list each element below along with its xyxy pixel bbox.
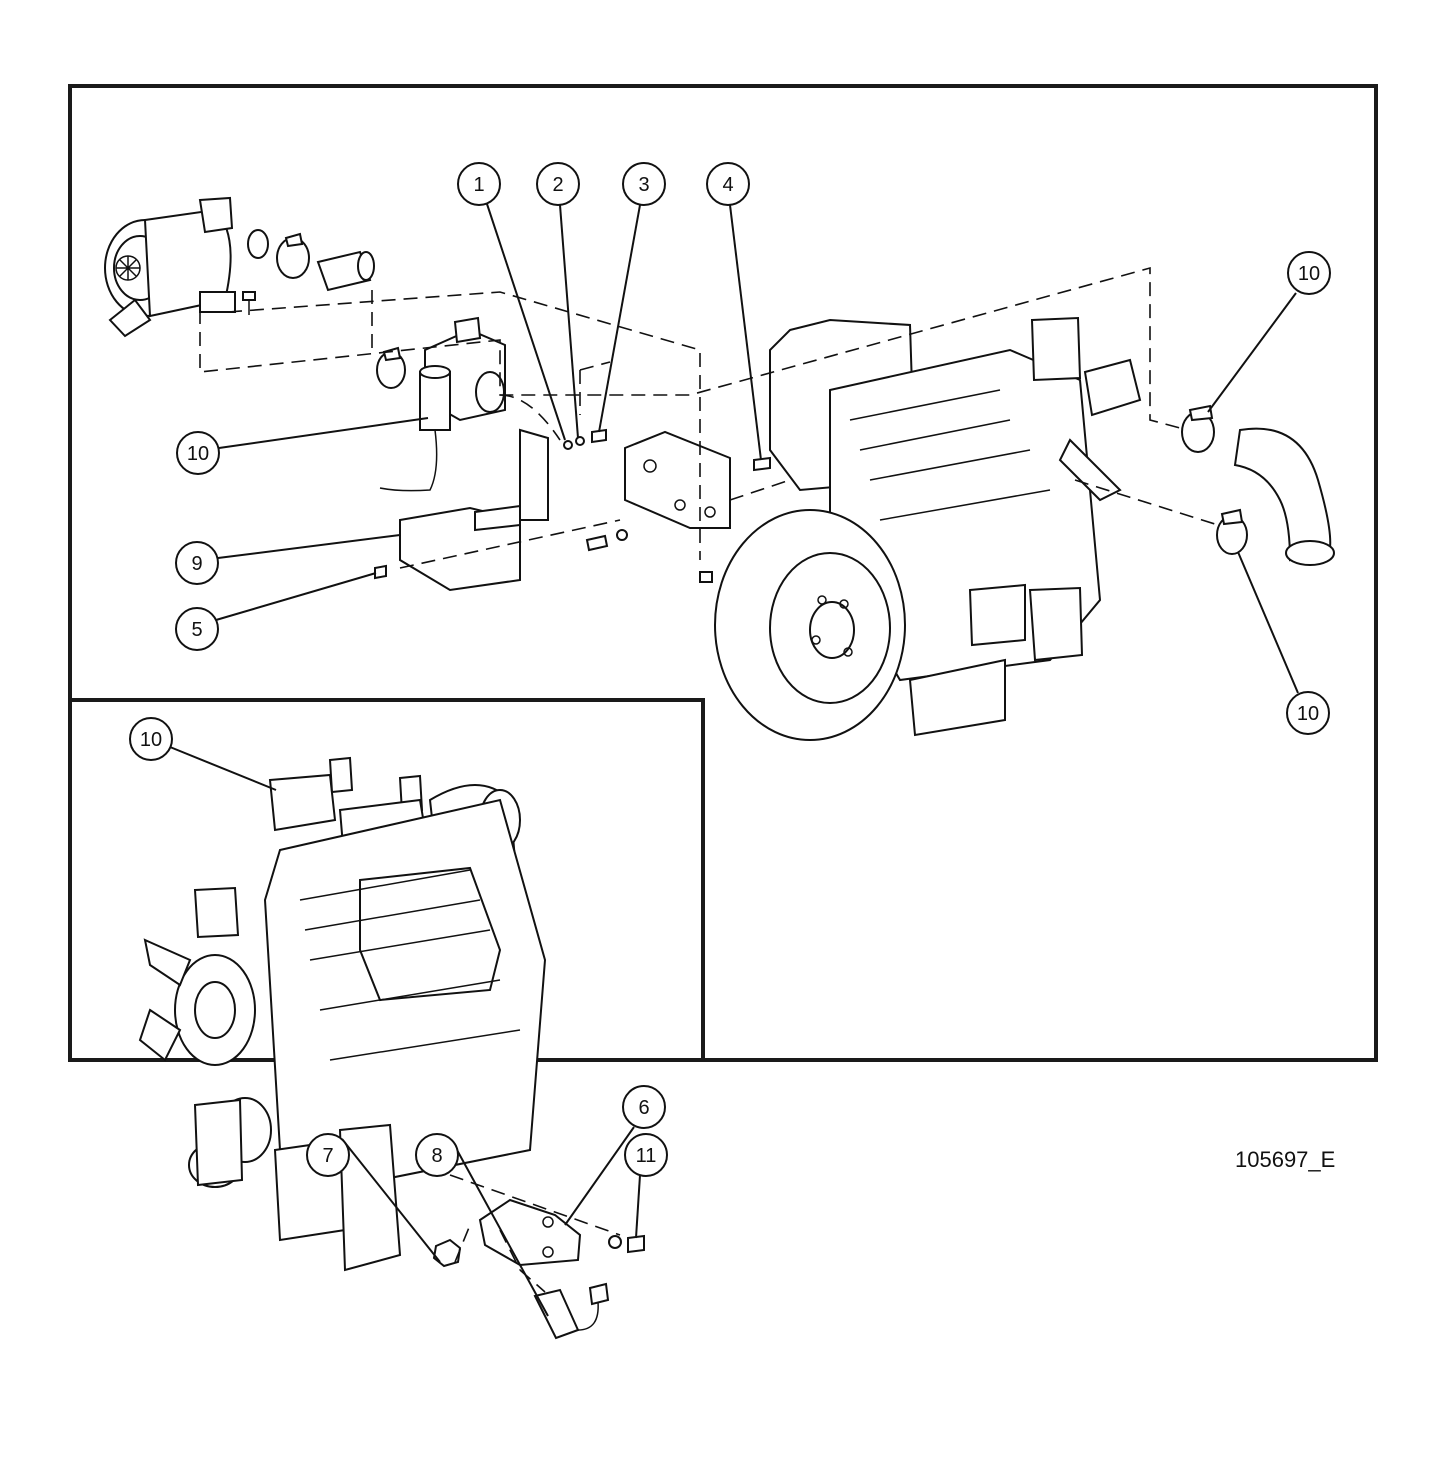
callout-4: 4: [706, 162, 762, 461]
callout-2: 2: [536, 162, 580, 439]
small-hardware: [374, 428, 771, 583]
callout-10-upper-left: 10: [176, 417, 429, 475]
outer-frame: [68, 84, 1378, 1062]
mounting-bracket-right: [624, 430, 731, 529]
hose-clamp-middle: [376, 346, 406, 389]
svg-text:10: 10: [1297, 703, 1319, 725]
washer-and-screw: [608, 1234, 645, 1254]
callout-8: 8: [415, 1133, 549, 1317]
svg-text:7: 7: [322, 1145, 333, 1167]
engine-inset-view: [138, 756, 547, 1272]
svg-text:10: 10: [1298, 263, 1320, 285]
svg-text:9: 9: [191, 553, 202, 575]
assembly-lines-upper: [199, 266, 1219, 569]
callout-9: 9: [175, 534, 401, 585]
hose-clamp-right-top: [1181, 404, 1215, 453]
callout-10-upper-right-bottom: 10: [1237, 551, 1330, 735]
callout-3: 3: [598, 162, 666, 433]
sensor-bracket: [478, 1198, 582, 1267]
callout-10-upper-right-top: 10: [1207, 251, 1331, 413]
svg-text:2: 2: [552, 174, 563, 196]
callout-11: 11: [624, 1133, 668, 1239]
intake-hose: [316, 250, 375, 292]
hose-clamp-right-bottom: [1216, 508, 1248, 555]
callout-1: 1: [457, 162, 566, 441]
svg-text:6: 6: [638, 1097, 649, 1119]
callout-10-inset: 10: [129, 717, 277, 791]
nut: [432, 1238, 462, 1268]
inset-frame: [70, 698, 705, 1060]
speed-sensor: [533, 1282, 610, 1340]
svg-text:4: 4: [722, 174, 733, 196]
air-cleaner-assembly: [104, 196, 269, 338]
callout-7: 7: [306, 1133, 441, 1263]
svg-text:11: 11: [636, 1145, 657, 1167]
callouts: 1 2 3 4 10 10 9: [129, 162, 1331, 1317]
intake-valve-assembly: [379, 316, 506, 492]
drawing-number: 105697_E: [1235, 1147, 1335, 1172]
hose-clamp-upper: [276, 232, 310, 279]
svg-text:5: 5: [191, 619, 202, 641]
engine-upper-view: [714, 316, 1142, 741]
mounting-bracket-left: [399, 428, 549, 592]
bolt: [242, 291, 256, 315]
svg-text:10: 10: [140, 729, 162, 751]
svg-text:10: 10: [187, 443, 209, 465]
elbow-hose: [1233, 427, 1335, 566]
callout-5: 5: [175, 572, 377, 651]
svg-text:1: 1: [473, 174, 484, 196]
svg-text:8: 8: [431, 1145, 442, 1167]
svg-text:3: 3: [638, 174, 649, 196]
callout-6: 6: [564, 1085, 666, 1226]
